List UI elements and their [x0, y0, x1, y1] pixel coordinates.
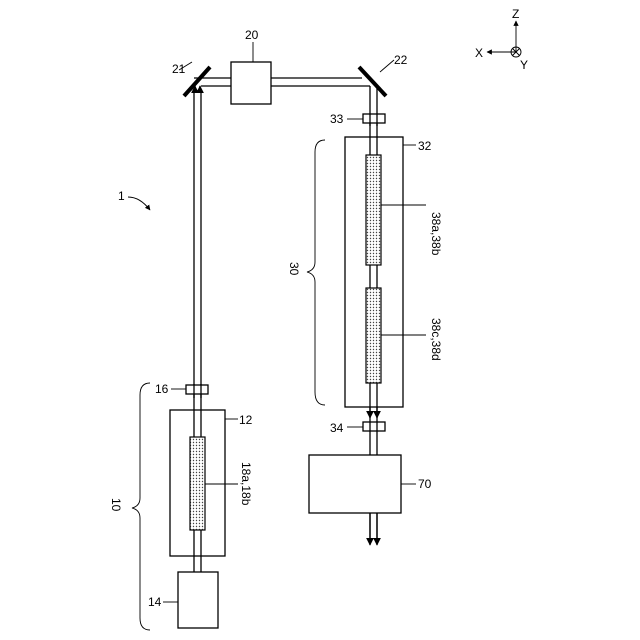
rod-38-top-label: 38a,38b [429, 212, 443, 256]
system-reference: 1 [118, 189, 150, 210]
box-20-label: 20 [245, 28, 259, 42]
part-33-label: 33 [330, 112, 344, 126]
box-32: 32 38a,38b 38c,38d [345, 137, 443, 407]
axis-indicator: Z X Y [475, 7, 528, 72]
group-30-label: 30 [287, 262, 301, 276]
x-axis-label: X [475, 46, 483, 60]
box-14: 14 [148, 556, 218, 628]
box-70-label: 70 [418, 477, 432, 491]
part-16-label: 16 [155, 382, 169, 396]
mirror-21-label: 21 [172, 62, 186, 76]
group-30-bracket: 30 [287, 140, 325, 405]
box-12-label: 12 [239, 413, 253, 427]
box-32-label: 32 [418, 139, 432, 153]
box-20: 20 [231, 28, 271, 104]
part-34-label: 34 [330, 421, 344, 435]
group-10-label: 10 [109, 498, 123, 512]
y-axis-label: Y [520, 58, 528, 72]
mirror-22-label: 22 [394, 53, 408, 67]
box-12: 12 18a,18b [170, 410, 253, 556]
box-14-label: 14 [148, 595, 162, 609]
system-label: 1 [118, 189, 125, 203]
z-axis-label: Z [512, 7, 519, 21]
rod-18 [190, 437, 205, 530]
group-10-bracket: 10 [109, 383, 150, 630]
part-16: 16 [155, 382, 208, 396]
box-70: 70 [309, 455, 432, 513]
rod-38-bottom-label: 38c,38d [429, 318, 443, 361]
rod-18-label: 18a,18b [239, 462, 253, 506]
rod-38-top [366, 155, 381, 265]
mirror-22: 22 [359, 53, 408, 96]
rod-38-bottom [366, 288, 381, 383]
mirror-21: 21 [172, 62, 210, 96]
